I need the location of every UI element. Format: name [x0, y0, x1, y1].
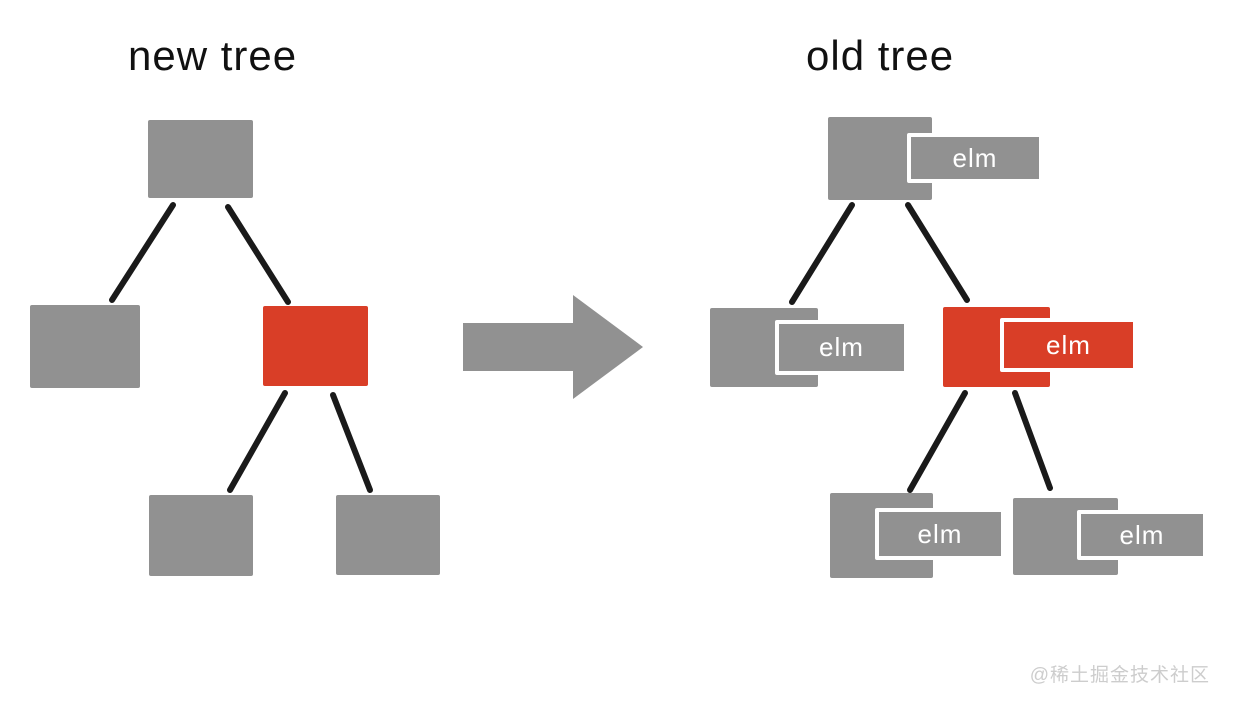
- right-arrow-icon: [463, 295, 643, 399]
- elm-tag-label: elm: [1119, 519, 1165, 550]
- old-tree-edge-right-leafright: [1012, 390, 1053, 491]
- new-tree-title: new tree: [128, 32, 298, 79]
- elm-tag-label: elm: [819, 332, 864, 362]
- elm-tag-label: elm: [952, 142, 998, 173]
- elm-tag-label: elm: [917, 518, 963, 549]
- old-tree-edge-right-leafleft: [907, 390, 968, 493]
- elm-tag-left-leaf: elm: [875, 508, 1005, 560]
- new-tree-node-right-leaf: [336, 495, 440, 575]
- new-tree-node-left-leaf: [149, 495, 253, 576]
- elm-tag-root: elm: [907, 133, 1043, 183]
- new-tree-node-right-child-changed: [263, 306, 368, 386]
- new-tree-edge-right-leafright: [330, 392, 373, 493]
- old-tree-edge-root-right: [905, 202, 970, 303]
- old-tree-title: old tree: [806, 32, 955, 79]
- elm-tag-label: elm: [1046, 329, 1091, 360]
- old-tree-edge-root-left: [789, 202, 855, 305]
- new-tree-node-left-child: [30, 305, 140, 388]
- elm-tag-left-child: elm: [775, 320, 908, 375]
- elm-tag-right-leaf: elm: [1077, 510, 1207, 560]
- new-tree-edge-root-right: [225, 204, 291, 305]
- elm-tag-right-child: elm: [1000, 318, 1137, 372]
- new-tree-edge-root-left: [109, 202, 176, 303]
- new-tree-node-root: [148, 120, 253, 198]
- watermark: @稀土掘金技术社区: [1029, 665, 1210, 686]
- new-tree-edge-right-leafleft: [227, 390, 288, 493]
